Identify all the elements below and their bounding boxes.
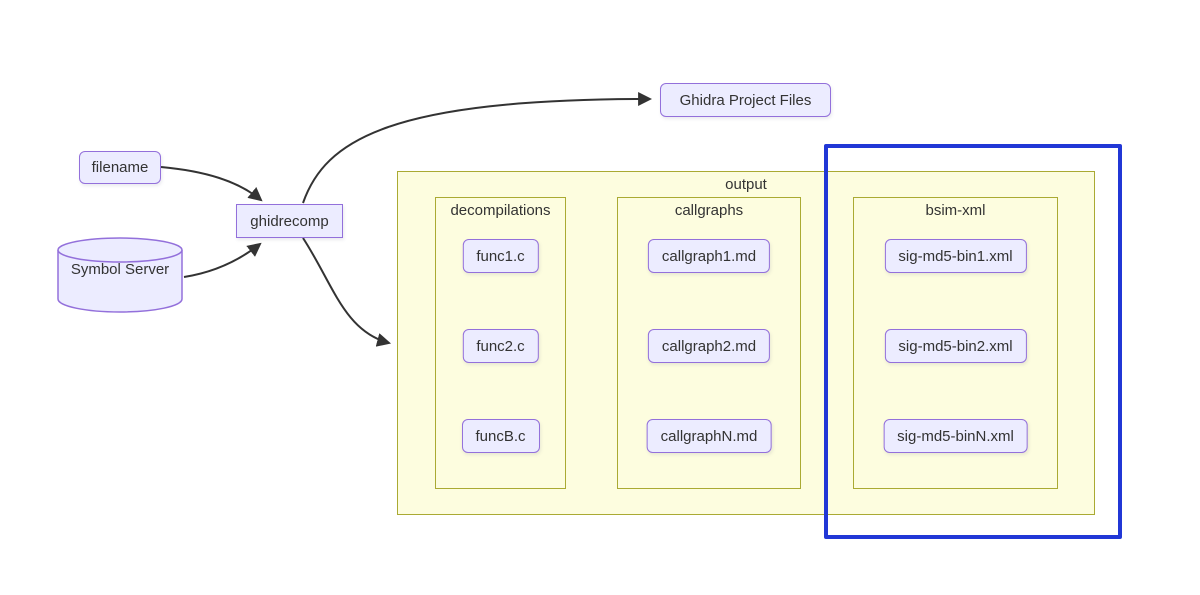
node-symbol-server-label: Symbol Server	[70, 261, 170, 278]
node-func1: func1.c	[462, 239, 539, 273]
node-filename: filename	[79, 151, 161, 184]
node-symbol-server: Symbol Server	[57, 237, 183, 313]
node-func2-label: func2.c	[476, 337, 525, 355]
node-ghidra-project-files: Ghidra Project Files	[660, 83, 831, 117]
subgraph-decompilations-label: decompilations	[450, 202, 551, 219]
subgraph-decompilations: decompilations func1.c func2.c funcB.c	[435, 197, 566, 489]
node-filename-label: filename	[91, 159, 149, 176]
node-func1-label: func1.c	[476, 247, 525, 265]
node-ghidrecomp-label: ghidrecomp	[250, 212, 329, 230]
subgraph-bsim-xml: bsim-xml sig-md5-bin1.xml sig-md5-bin2.x…	[853, 197, 1058, 489]
node-funcB: funcB.c	[461, 419, 540, 453]
node-callgraphN: callgraphN.md	[646, 419, 772, 453]
node-callgraphN-label: callgraphN.md	[660, 427, 758, 445]
node-callgraph2-label: callgraph2.md	[661, 337, 757, 355]
node-sig-md5-binN-label: sig-md5-binN.xml	[897, 427, 1014, 445]
node-callgraph1: callgraph1.md	[647, 239, 771, 273]
database-cylinder-icon	[57, 237, 183, 313]
node-sig-md5-bin2-label: sig-md5-bin2.xml	[898, 337, 1013, 355]
edge-filename-to-ghidrecomp	[160, 166, 263, 202]
node-sig-md5-bin2: sig-md5-bin2.xml	[884, 329, 1027, 363]
node-sig-md5-bin1: sig-md5-bin1.xml	[884, 239, 1027, 273]
node-funcB-label: funcB.c	[475, 427, 526, 445]
subgraph-callgraphs-label: callgraphs	[674, 202, 744, 219]
node-ghidra-project-files-label: Ghidra Project Files	[679, 91, 812, 109]
node-callgraph2: callgraph2.md	[647, 329, 771, 363]
node-ghidrecomp: ghidrecomp	[236, 204, 343, 238]
bsim-xml-highlight-rect	[824, 144, 1122, 539]
edge-ghidrecomp-to-output	[302, 237, 392, 347]
output-subgraph: output decompilations func1.c func2.c fu…	[397, 171, 1095, 515]
node-callgraph1-label: callgraph1.md	[661, 247, 757, 265]
output-subgraph-label: output	[725, 176, 767, 193]
subgraph-callgraphs: callgraphs callgraph1.md callgraph2.md c…	[617, 197, 801, 489]
node-sig-md5-bin1-label: sig-md5-bin1.xml	[898, 247, 1013, 265]
subgraph-bsim-xml-label: bsim-xml	[925, 202, 986, 219]
edge-symbol-server-to-ghidrecomp	[183, 242, 262, 278]
node-func2: func2.c	[462, 329, 539, 363]
node-sig-md5-binN: sig-md5-binN.xml	[883, 419, 1028, 453]
